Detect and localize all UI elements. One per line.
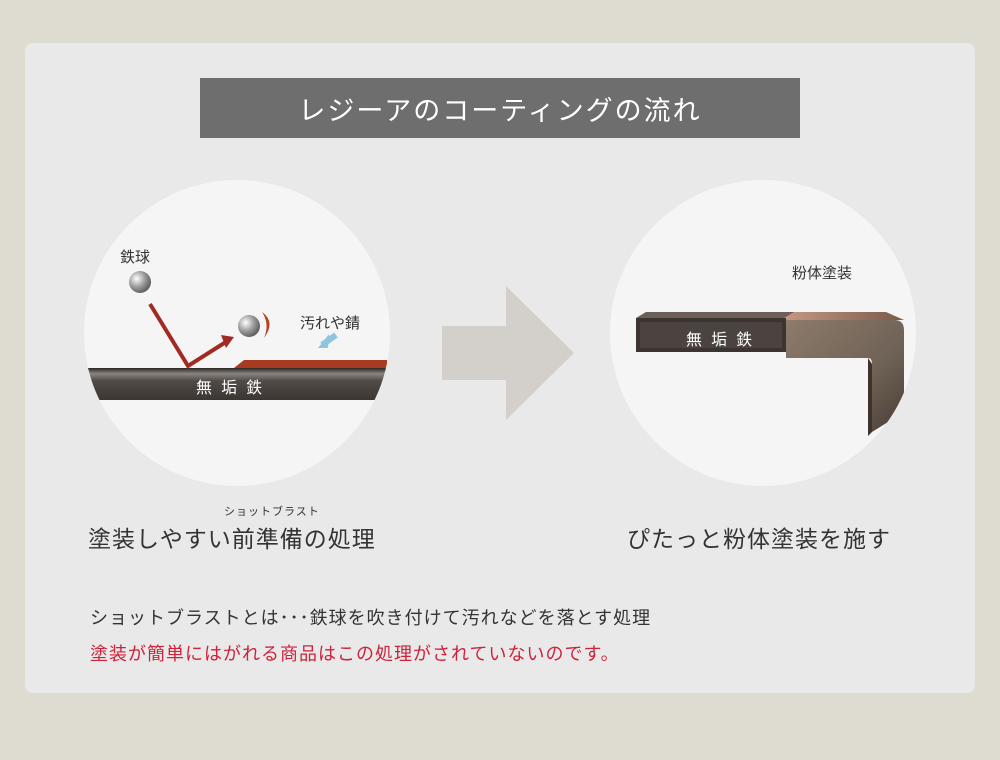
rust-flake — [262, 312, 270, 338]
step2-caption: ぴたっと粉体塗装を施す — [627, 527, 891, 553]
metal-bar-face — [640, 322, 782, 348]
steel-ball-impact — [238, 315, 260, 337]
shot-blast-diagram — [84, 271, 390, 400]
coated-top-edge — [780, 312, 904, 320]
shot-blast-illustration: 鉄球 汚れや錆 無 垢 鉄 — [84, 180, 390, 486]
right-arrow-icon — [442, 286, 574, 420]
description-line1: ショットブラストとは･･･鉄球を吹き付けて汚れなどを落とす処理 — [90, 608, 652, 629]
coated-inner-edge — [868, 358, 872, 436]
steel-ball — [129, 271, 151, 293]
description-line2: 塗装が簡単にはがれる商品はこの処理がされていないのです。 — [90, 644, 620, 665]
trajectory-arrowhead — [221, 335, 234, 348]
shot-blast-ruby: ショットブラスト — [224, 505, 320, 518]
powder-coating-illustration: 粉体塗装 無 垢 鉄 — [610, 180, 916, 486]
powder-coating-diagram — [636, 312, 904, 436]
pointer-line — [320, 332, 338, 348]
metal-bar-top — [636, 312, 794, 318]
ball-trajectory — [148, 302, 231, 369]
section-title-text: レジーアのコーティングの流れ — [298, 95, 702, 127]
coated-part — [786, 320, 904, 432]
ball-label: 鉄球 — [120, 248, 151, 266]
section-title: レジーアのコーティングの流れ — [200, 78, 800, 138]
metal-label-coated: 無 垢 鉄 — [686, 330, 755, 349]
coating-label: 粉体塗装 — [792, 264, 853, 282]
metal-label: 無 垢 鉄 — [196, 378, 265, 397]
rust-label: 汚れや錆 — [300, 314, 361, 332]
metal-slab — [84, 368, 390, 400]
rust-layer — [234, 360, 387, 368]
step1-caption: 塗装しやすい前準備の処理 — [88, 527, 376, 553]
